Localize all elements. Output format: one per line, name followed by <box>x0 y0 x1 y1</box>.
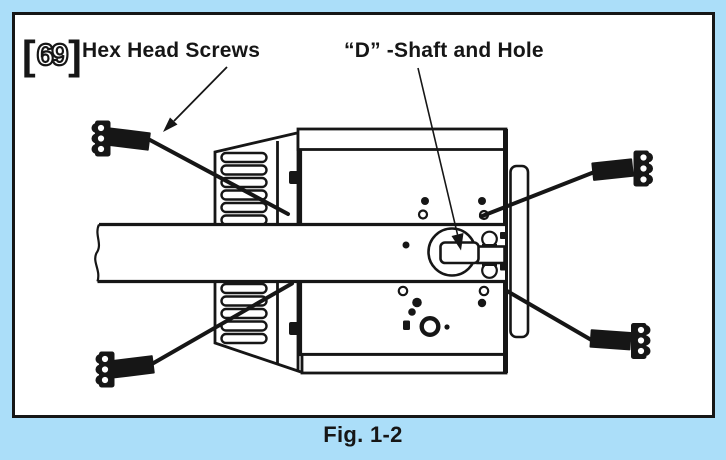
mounting-plate <box>509 164 530 339</box>
screw-leader-top-left <box>148 138 290 216</box>
bracket-open: [ <box>22 32 36 78</box>
d-shaft-and-hole <box>427 227 506 279</box>
hex-head-screw <box>589 323 651 359</box>
part-reference-69: [ 69 ] <box>22 33 82 77</box>
d-shaft-and-hole-label: “D” -Shaft and Hole <box>344 39 544 62</box>
d-shaft-callout-arrow <box>417 67 464 251</box>
housing-holes <box>397 197 490 338</box>
figure-caption: Fig. 1-2 <box>323 422 403 447</box>
part-number: 69 <box>36 36 70 72</box>
hex-head-screw <box>95 351 155 388</box>
screw-leader-bottom-left <box>149 281 294 367</box>
bracket-close: ] <box>68 32 82 78</box>
gear-housing-fins <box>213 131 302 374</box>
hex-screws-callout-arrow <box>163 66 228 132</box>
screw-leader-bottom-right <box>505 289 596 344</box>
drive-shaft <box>94 222 506 284</box>
screw-leader-top-right <box>479 169 599 219</box>
hex-head-screw <box>91 120 151 157</box>
hex-head-screw <box>591 150 653 187</box>
hex-head-screws-label: Hex Head Screws <box>82 39 261 62</box>
